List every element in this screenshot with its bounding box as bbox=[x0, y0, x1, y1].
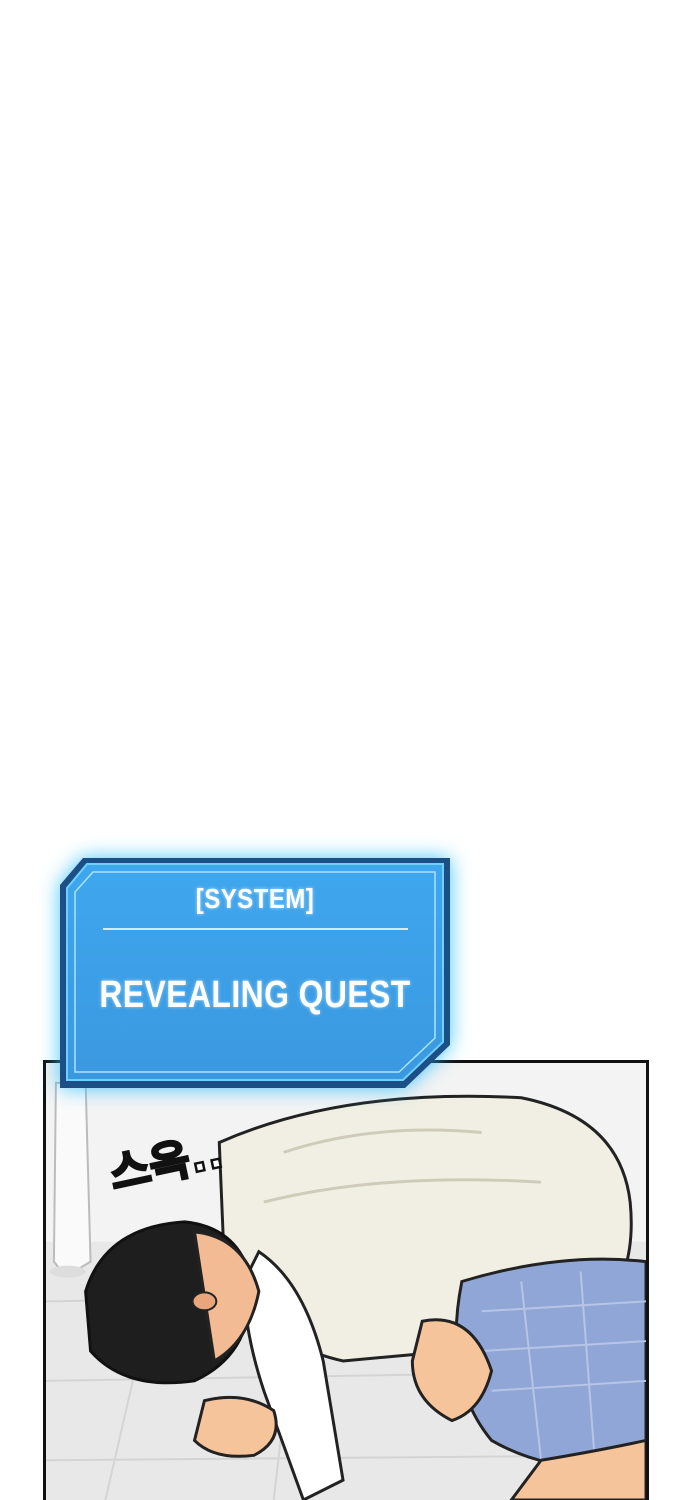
panel-illustration bbox=[46, 1063, 646, 1500]
comic-panel bbox=[43, 1060, 649, 1500]
sound-effect-lettering: 스윽.. bbox=[104, 1125, 229, 1201]
system-window-frame bbox=[60, 858, 450, 1088]
system-window: [SYSTEM] REVEALING QUEST bbox=[55, 850, 455, 1095]
sound-effect-text: 스윽.. bbox=[108, 1127, 228, 1201]
blank-background bbox=[0, 0, 692, 850]
system-title: [SYSTEM] bbox=[195, 883, 315, 914]
quest-message: REVEALING QUEST bbox=[99, 974, 411, 1016]
sound-effect: 스윽.. bbox=[104, 1120, 229, 1205]
system-divider bbox=[103, 928, 408, 930]
